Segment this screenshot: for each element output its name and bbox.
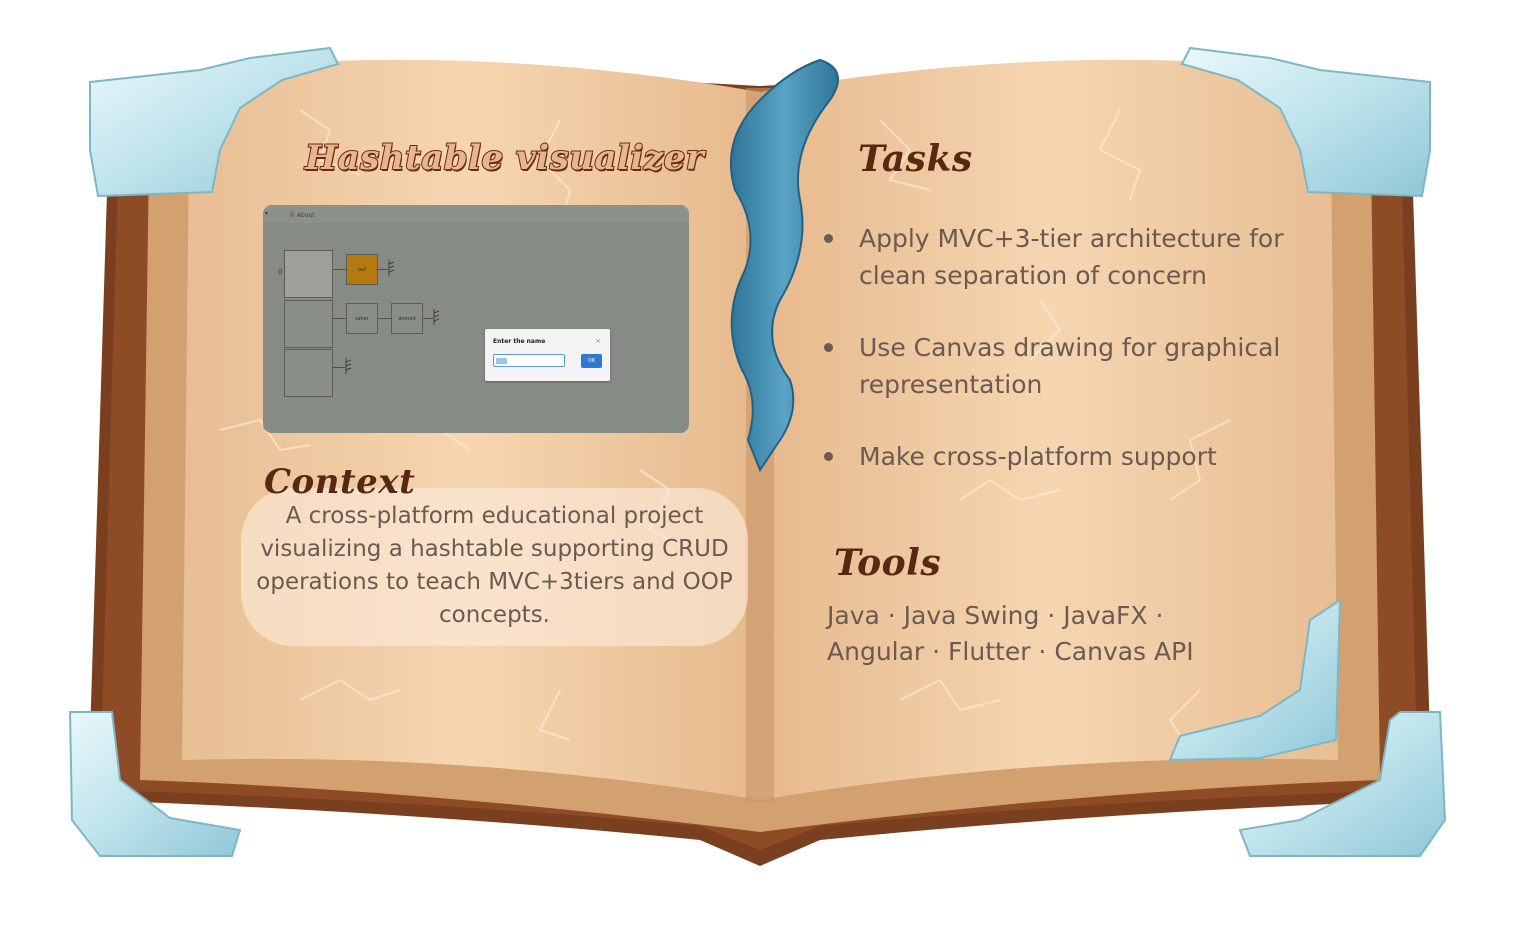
bullet-dot-icon (824, 343, 833, 352)
bullet-dot-icon (824, 234, 833, 243)
hashtable-bucket (284, 300, 333, 348)
tasks-list: Apply MVC+3-tier architecture for clean … (822, 220, 1302, 510)
link-wire (333, 318, 346, 319)
input-selection (496, 358, 507, 364)
dialog-title: Enter the name (493, 338, 546, 345)
link-wire (378, 318, 391, 319)
task-item: Make cross-platform support (822, 438, 1302, 475)
link-wire (333, 269, 346, 270)
close-icon: × (595, 337, 601, 345)
project-screenshot: ▾ ⓪ About 0 ouf taher ahmed Enter the na… (263, 205, 689, 433)
context-description: A cross-platform educational project vis… (256, 503, 733, 628)
hashtable-bucket (284, 250, 333, 298)
null-ground-icon (345, 358, 352, 374)
app-menubar: ▾ ⓪ About (263, 205, 689, 223)
task-text: Make cross-platform support (859, 442, 1217, 471)
context-heading: Context (264, 462, 416, 502)
null-ground-icon (433, 309, 440, 325)
list-node: taher (346, 303, 378, 334)
link-wire (378, 269, 388, 270)
right-page (760, 59, 1338, 801)
link-wire (423, 318, 433, 319)
task-text: Use Canvas drawing for graphical represe… (859, 333, 1281, 399)
task-item: Apply MVC+3-tier architecture for clean … (822, 220, 1302, 294)
project-title: Hashtable visualizer (304, 137, 705, 179)
tools-heading: Tools (834, 542, 942, 584)
context-bubble (241, 488, 748, 646)
null-ground-icon (388, 260, 395, 276)
tools-list: Java · Java Swing · JavaFX · Angular · F… (827, 601, 1194, 666)
list-node: ahmed (391, 303, 423, 334)
menu-about: ⓪ About (289, 212, 315, 219)
bucket-index-label: 0 (278, 268, 283, 276)
enter-name-dialog: Enter the name × OK (485, 329, 610, 381)
ribbon-bookmark (729, 58, 839, 473)
task-text: Apply MVC+3-tier architecture for clean … (859, 224, 1284, 290)
tasks-heading: Tasks (858, 138, 973, 180)
name-input (493, 354, 565, 367)
task-item: Use Canvas drawing for graphical represe… (822, 329, 1302, 403)
menu-caret-icon: ▾ (265, 210, 269, 217)
list-node: ouf (346, 254, 378, 285)
ok-button: OK (581, 354, 602, 368)
link-wire (333, 367, 345, 368)
ice-corners (68, 46, 1447, 857)
bullet-dot-icon (824, 452, 833, 461)
hashtable-bucket (284, 349, 333, 397)
